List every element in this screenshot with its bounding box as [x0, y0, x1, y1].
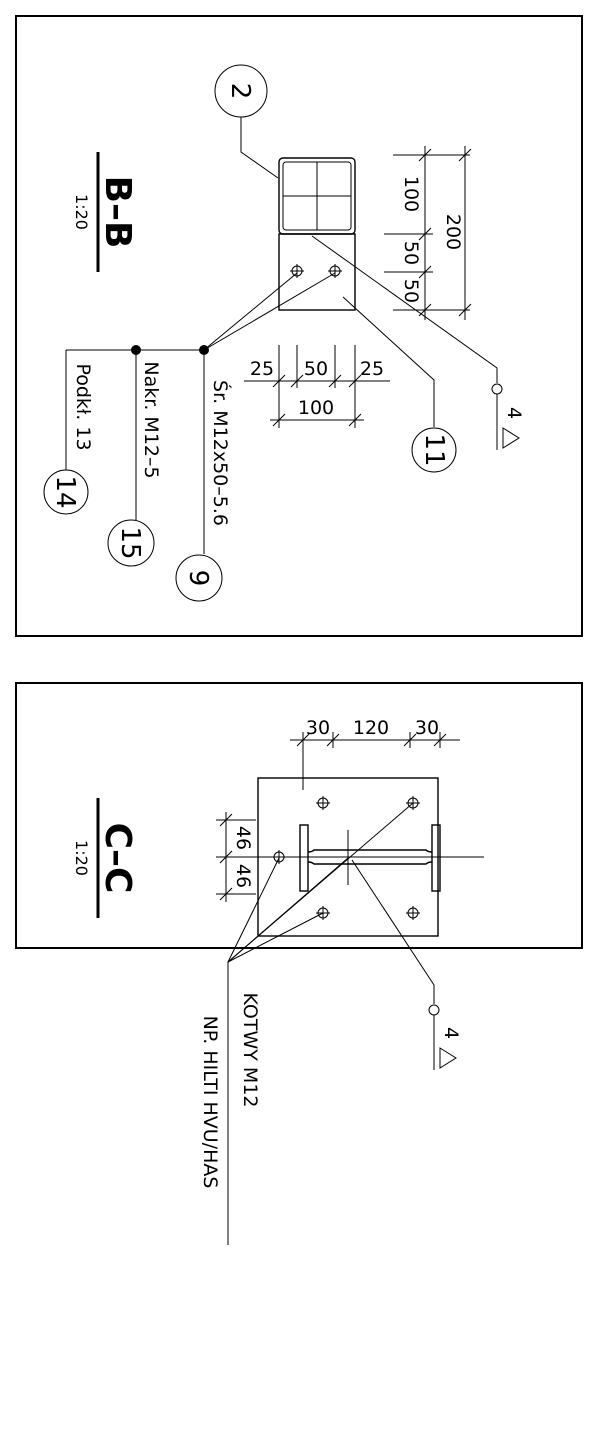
callout-15: Nakr. M12–5 15 — [107, 350, 162, 567]
anchor-holes — [272, 796, 420, 920]
dim-46-upper: 46 — [232, 826, 254, 850]
base-plate — [278, 233, 356, 311]
section-c-c-scale: 1:20 — [72, 840, 91, 876]
dim-50-horizontal: 50 — [304, 358, 328, 380]
callout-11: 11 — [342, 296, 457, 473]
callout-15-number: 15 — [115, 526, 145, 559]
callout-9: Śr. M12x50–5.6 9 — [175, 350, 233, 602]
section-b-b-title: B–B — [97, 176, 138, 249]
dim-100-vertical: 100 — [400, 176, 422, 212]
anchor-label-hilti: NP. HILTI HVU/HAS — [199, 1016, 221, 1189]
hollow-section — [278, 157, 356, 235]
callout-2: 2 — [214, 64, 279, 179]
bolt-holes — [290, 264, 342, 278]
callout-14-number: 14 — [50, 475, 80, 508]
dim-120: 120 — [353, 717, 389, 739]
anchor-label-kotwy: KOTWY M12 — [239, 993, 261, 1108]
dim-50-vertical-2: 50 — [400, 279, 422, 303]
bolt-leader-lines — [66, 272, 336, 355]
dimensions-horizontal-c-c: 30 120 30 — [290, 717, 460, 790]
callout-9-label: Śr. M12x50–5.6 — [209, 380, 233, 526]
section-c-c-title-block: C–C 1:20 — [72, 798, 138, 918]
dim-25-horizontal-1: 25 — [250, 358, 274, 380]
dim-46-lower: 46 — [232, 864, 254, 888]
callout-14: Podkł. 13 14 — [43, 350, 94, 515]
section-b-b: B–B 1:20 — [15, 15, 583, 637]
dim-100-horizontal: 100 — [298, 397, 334, 419]
dim-30-left: 30 — [306, 717, 330, 739]
callout-2-number: 2 — [225, 83, 255, 100]
section-b-b-frame — [15, 15, 583, 637]
weld-symbol-c-c: 4 — [351, 859, 462, 1070]
dim-25-horizontal-2: 25 — [360, 358, 384, 380]
dimensions-vertical-c-c: 46 46 — [216, 812, 256, 902]
weld-size-b-b: 4 — [503, 407, 525, 419]
section-c-c-frame — [15, 682, 583, 949]
dim-50-vertical-1: 50 — [400, 241, 422, 265]
callout-9-number: 9 — [183, 570, 213, 587]
anchor-leader-lines — [227, 802, 414, 1245]
weld-size-c-c: 4 — [440, 1027, 462, 1039]
i-beam-section — [299, 824, 441, 892]
section-b-b-title-block: B–B 1:20 — [72, 152, 138, 272]
section-b-b-scale: 1:20 — [72, 194, 91, 230]
callout-11-number: 11 — [419, 433, 449, 466]
dim-200-vertical: 200 — [442, 214, 464, 250]
section-c-c-title: C–C — [97, 823, 138, 894]
dimensions-horizontal-b-b: 25 50 25 100 — [244, 345, 390, 428]
callout-14-label: Podkł. 13 — [72, 363, 94, 450]
weld-symbol-b-b: 4 — [311, 235, 525, 450]
dim-30-right: 30 — [415, 717, 439, 739]
dimensions-vertical-b-b: 100 50 50 200 — [384, 146, 472, 320]
callout-15-label: Nakr. M12–5 — [140, 361, 162, 478]
section-c-c: C–C 1:20 — [15, 682, 583, 1245]
